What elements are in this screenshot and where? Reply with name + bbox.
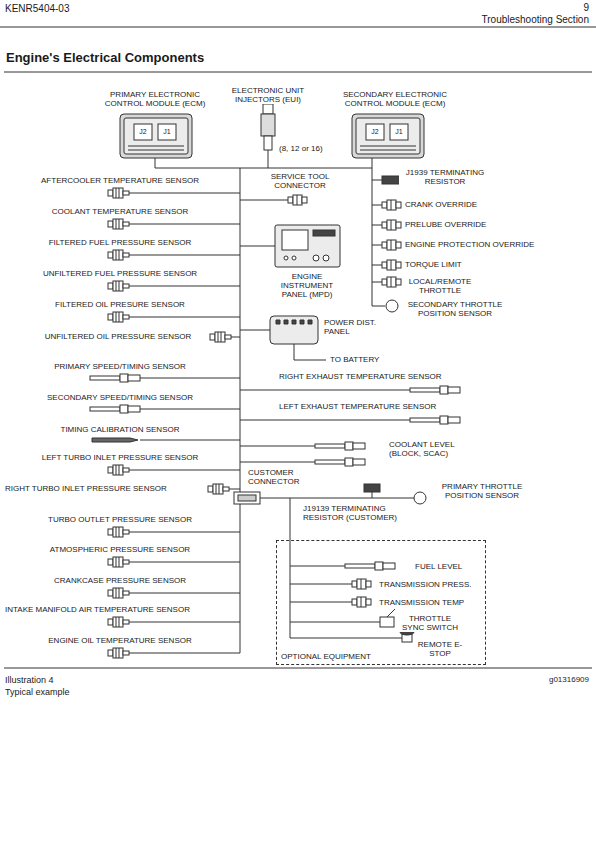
ecm-module — [120, 114, 192, 158]
component-label: FUEL LEVEL — [414, 562, 463, 571]
component-label: TRANSMISSION PRESS. — [378, 580, 472, 589]
component-label: TURBO OUTLET PRESSURE SENSOR — [47, 515, 193, 524]
component-label: FILTERED FUEL PRESSURE SENSOR — [48, 238, 193, 247]
component-label: CRANKCASE PRESSURE SENSOR — [53, 576, 187, 585]
component-label: LEFT TURBO INLET PRESSURE SENSOR — [41, 453, 199, 462]
component-label: ENGINE INSTRUMENT PANEL (MPD) — [271, 272, 343, 300]
component-label: PRIMARY THROTTLE POSITION SENSOR — [436, 482, 528, 500]
connector-id: J2 — [138, 128, 147, 136]
connector-id: J1 — [162, 128, 171, 136]
page-title: Engine's Electrical Components — [6, 50, 204, 65]
connector-id: J2 — [370, 128, 379, 136]
component-label: CRANK OVERRIDE — [404, 200, 478, 209]
figure-note: Illustration 4 — [4, 675, 55, 685]
component-label: LOCAL/REMOTE THROTTLE — [402, 277, 479, 295]
component-label: SECONDARY ELECTRONIC CONTROL MODULE (ECM… — [334, 90, 456, 108]
component-label: COOLANT LEVEL (BLOCK, SCAC) — [388, 440, 465, 458]
component-label: FILTERED OIL PRESURE SENSOR — [54, 300, 186, 309]
component-label: SECONDARY THROTTLE POSITION SENSOR — [404, 300, 506, 318]
component-label: SECONDARY SPEED/TIMING SENSOR — [46, 393, 194, 402]
page-header: 9 — [582, 2, 590, 14]
component-label: ENGINE PROTECTION OVERRIDE — [404, 240, 535, 249]
component-label: (8, 12 or 16) — [278, 144, 324, 153]
component-label: CUSTOMER CONNECTOR — [247, 468, 311, 486]
component-label: AFTERCOOLER TEMPERATURE SENSOR — [40, 176, 200, 185]
component-label: REMOTE E-STOP — [414, 640, 466, 658]
component-label: ATMOSPHERIC PRESSURE SENSOR — [49, 545, 191, 554]
page-header: KENR5404-03 — [4, 3, 70, 15]
component-label: PRIMARY ELECTRONIC CONTROL MODULE (ECM) — [97, 90, 214, 108]
component-label: J1939 TERMINATING RESISTOR — [399, 168, 491, 186]
component-label: THROTTLE SYNC SWITCH — [399, 614, 461, 632]
ecm-module — [352, 114, 424, 158]
component-label: POWER DIST. PANEL — [323, 318, 380, 336]
figure-note: Typical example — [4, 687, 71, 697]
component-label: TO BATTERY — [329, 355, 380, 364]
figure-note: g01316909 — [548, 675, 590, 684]
page-header: Troubleshooting Section — [481, 14, 590, 26]
injector-symbol — [261, 104, 275, 150]
component-label: PRELUBE OVERRIDE — [404, 220, 487, 229]
box-heading: OPTIONAL EQUIPMENT — [281, 652, 371, 661]
connector-id: J1 — [394, 128, 403, 136]
component-label: J19139 TERMINATING RESISTOR (CUSTOMER) — [302, 504, 404, 522]
component-label: TRANSMISSION TEMP — [378, 598, 465, 607]
component-label: TORQUE LIMIT — [404, 260, 463, 269]
component-label: SERVICE TOOL CONNECTOR — [264, 172, 336, 190]
component-label: ENGINE OIL TEMPERATURE SENSOR — [47, 636, 192, 645]
component-label: COOLANT TEMPERATURE SENSOR — [51, 207, 189, 216]
component-label: UNFILTERED FUEL PRESSURE SENSOR — [42, 269, 198, 278]
component-label: TIMING CALIBRATION SENSOR — [60, 425, 181, 434]
component-label: ELECTRONIC UNIT INJECTORS (EUI) — [222, 86, 314, 104]
component-label: RIGHT TURBO INLET PRESSURE SENSOR — [4, 484, 168, 493]
component-label: INTAKE MANIFOLD AIR TEMPERATURE SENSOR — [4, 605, 191, 614]
component-label: RIGHT EXHAUST TEMPERATURE SENSOR — [278, 372, 443, 381]
optional-equipment-box: OPTIONAL EQUIPMENT — [276, 540, 486, 665]
component-label: PRIMARY SPEED/TIMING SENSOR — [53, 362, 187, 371]
component-label: UNFILTERED OIL PRESSURE SENSOR — [44, 332, 193, 341]
component-label: LEFT EXHAUST TEMPERATURE SENSOR — [278, 402, 437, 411]
